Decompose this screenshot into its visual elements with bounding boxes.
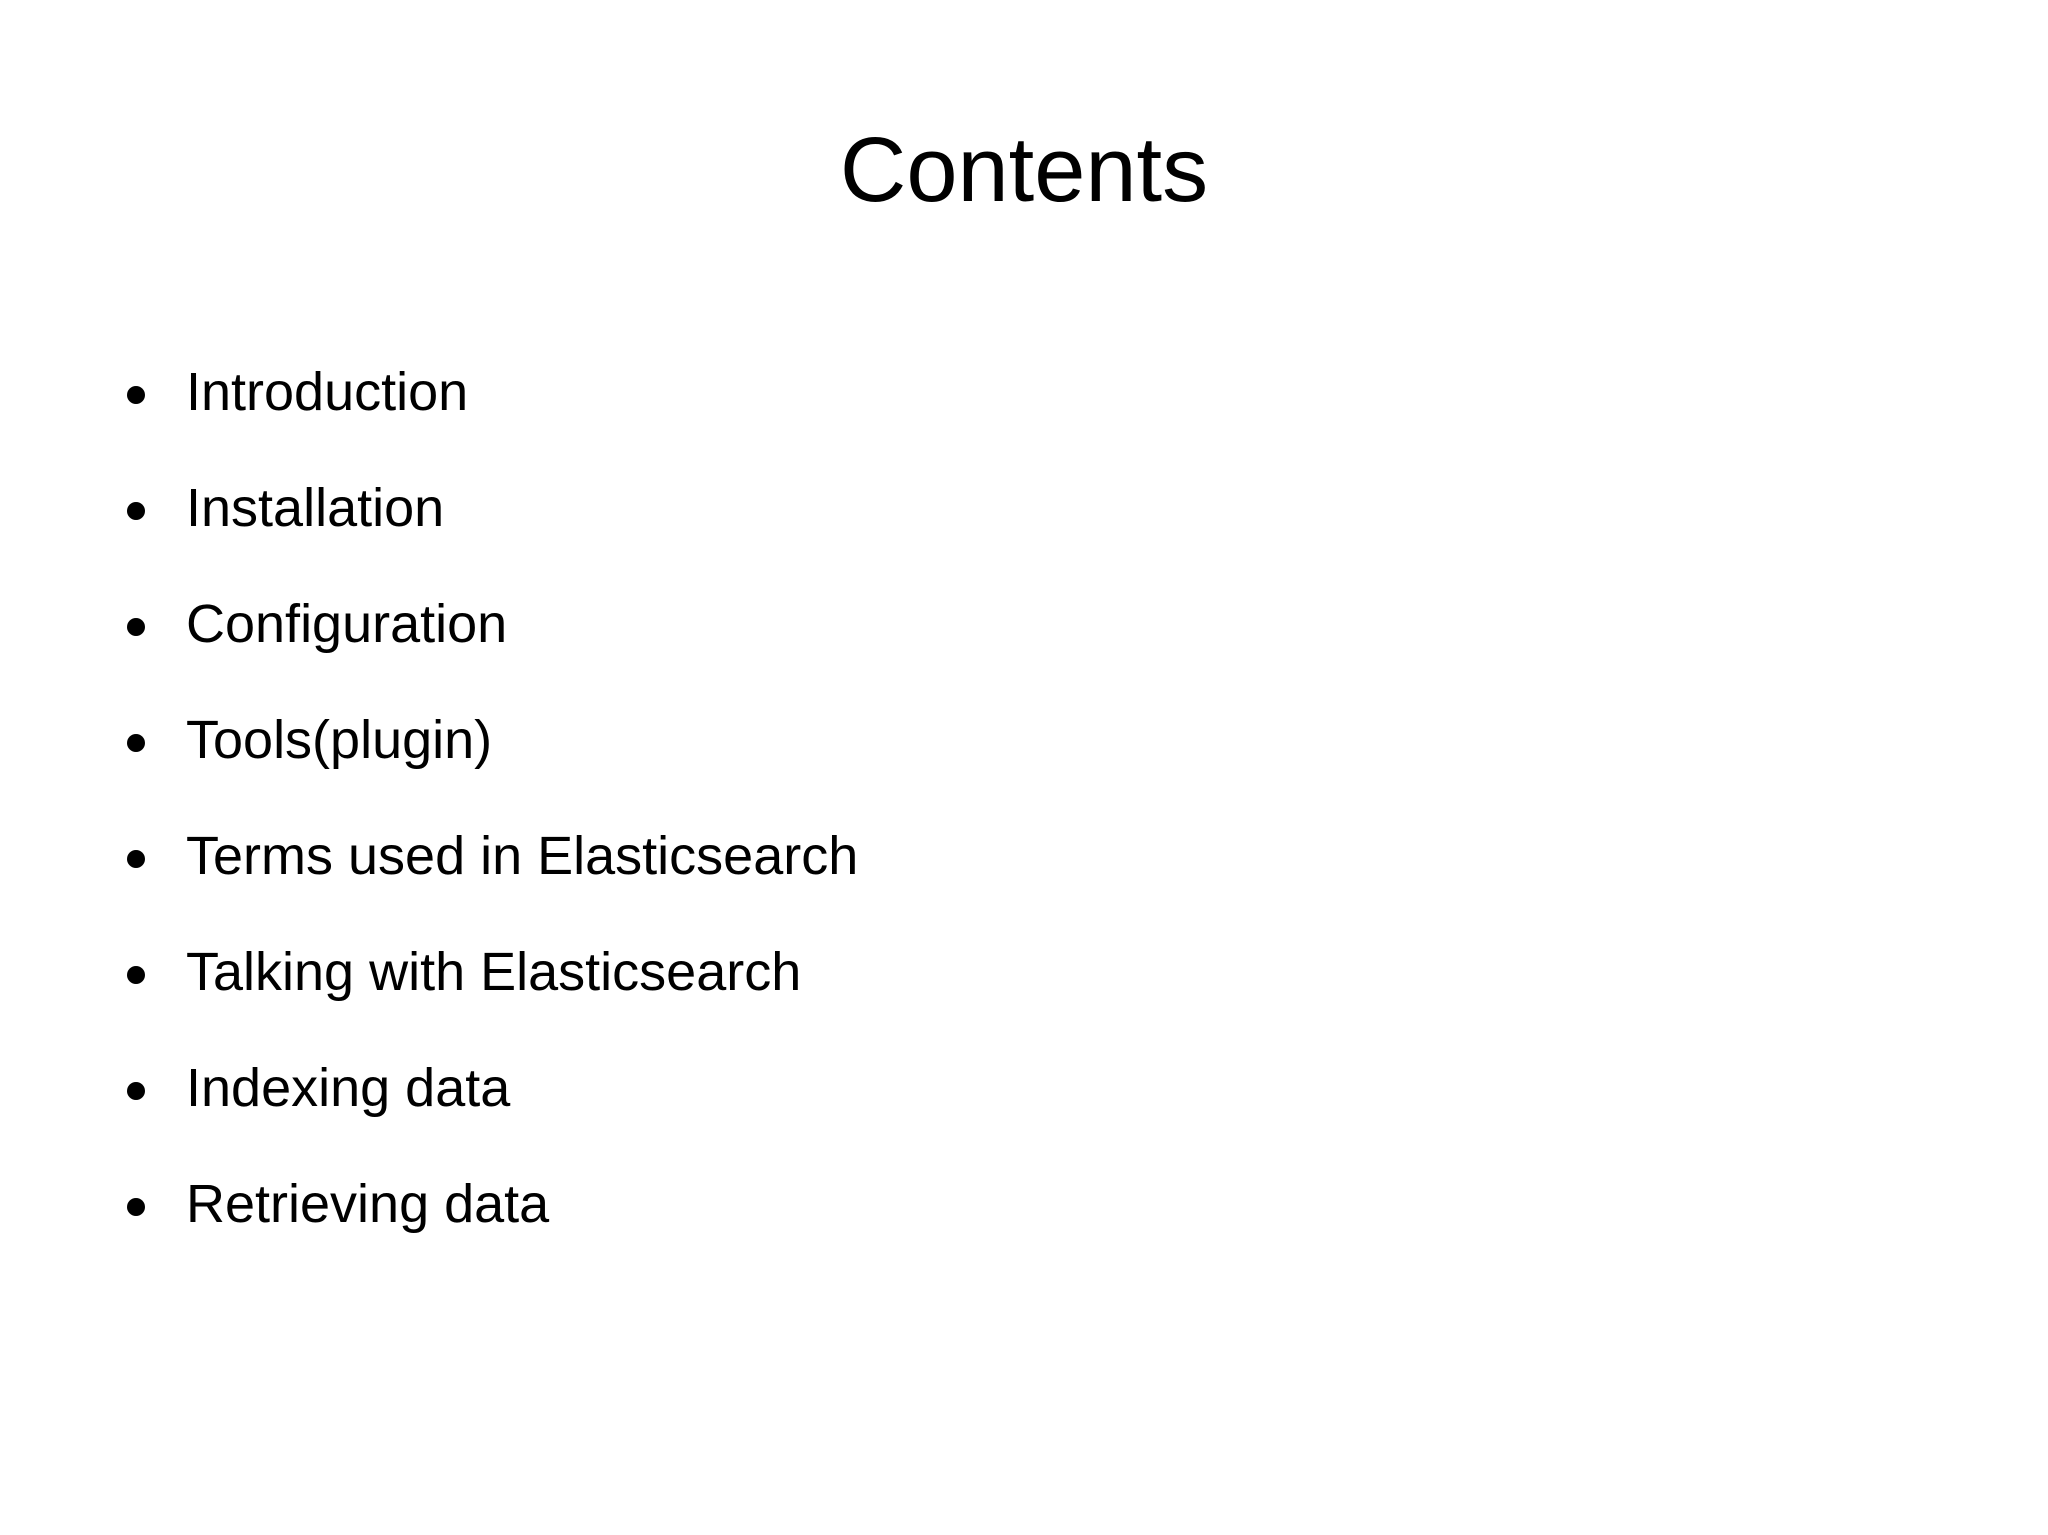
- bullet-dot-icon: [127, 386, 145, 404]
- list-item[interactable]: Introduction: [127, 352, 1927, 468]
- bullet-dot-icon: [127, 850, 145, 868]
- list-item-label: Talking with Elasticsearch: [186, 942, 802, 1002]
- list-item[interactable]: Retrieving data: [127, 1164, 1927, 1280]
- bullet-dot-icon: [127, 734, 145, 752]
- list-item-label: Introduction: [186, 362, 469, 422]
- list-item-label: Retrieving data: [186, 1174, 550, 1234]
- bullet-dot-icon: [127, 502, 145, 520]
- list-item-label: Configuration: [186, 594, 508, 654]
- bullet-dot-icon: [127, 1198, 145, 1216]
- list-item[interactable]: Indexing data: [127, 1048, 1927, 1164]
- list-item-label: Indexing data: [186, 1058, 511, 1118]
- contents-bullet-list: Introduction Installation Configuration …: [127, 352, 1927, 1280]
- bullet-dot-icon: [127, 1082, 145, 1100]
- bullet-dot-icon: [127, 966, 145, 984]
- list-item[interactable]: Talking with Elasticsearch: [127, 932, 1927, 1048]
- list-item-label: Installation: [186, 478, 445, 538]
- bullet-dot-icon: [127, 618, 145, 636]
- list-item[interactable]: Terms used in Elasticsearch: [127, 816, 1927, 932]
- list-item[interactable]: Configuration: [127, 584, 1927, 700]
- list-item[interactable]: Tools(plugin): [127, 700, 1927, 816]
- list-item-label: Tools(plugin): [186, 710, 493, 770]
- list-item-label: Terms used in Elasticsearch: [186, 826, 859, 886]
- list-item[interactable]: Installation: [127, 468, 1927, 584]
- page-title: Contents: [839, 119, 1209, 221]
